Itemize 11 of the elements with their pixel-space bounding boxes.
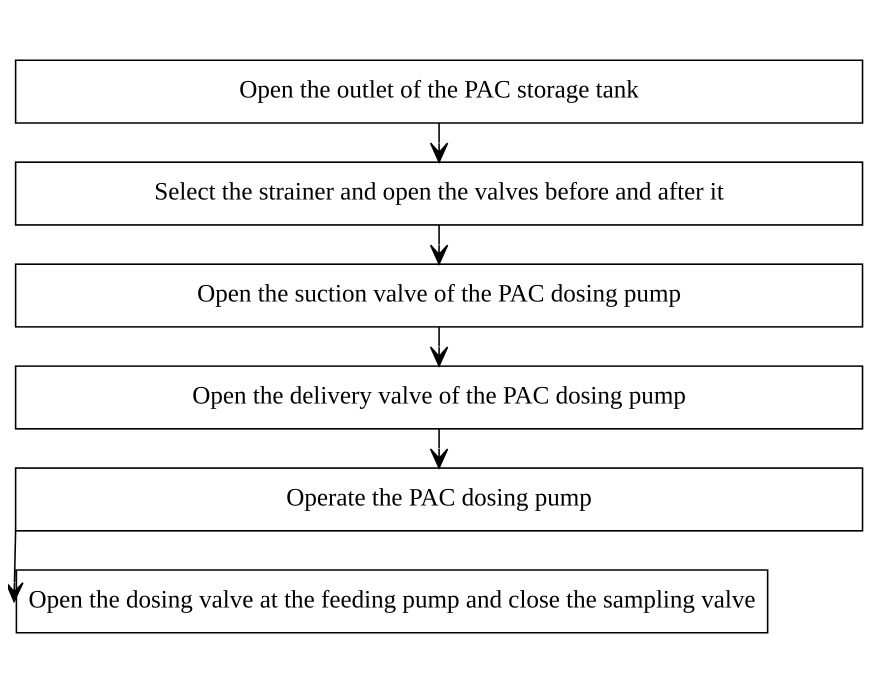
node-box: Open the dosing valve at the feeding pump and close the sampling valve [16, 569, 768, 634]
node-box: Open the outlet of the PAC storage tank [14, 60, 864, 124]
arrow [8, 530, 24, 602]
node-box: Open the suction valve of the PAC dosing pump [14, 263, 864, 328]
arrow [430, 123, 448, 163]
node-box: Operate the PAC dosing pump [14, 467, 864, 532]
arrow [430, 429, 448, 469]
node-box: Open the delivery valve of the PAC dosing pump [14, 365, 864, 430]
arrow [430, 327, 448, 367]
arrow [430, 225, 448, 265]
node-box: Select the strainer and open the valves before and after it [14, 161, 864, 226]
